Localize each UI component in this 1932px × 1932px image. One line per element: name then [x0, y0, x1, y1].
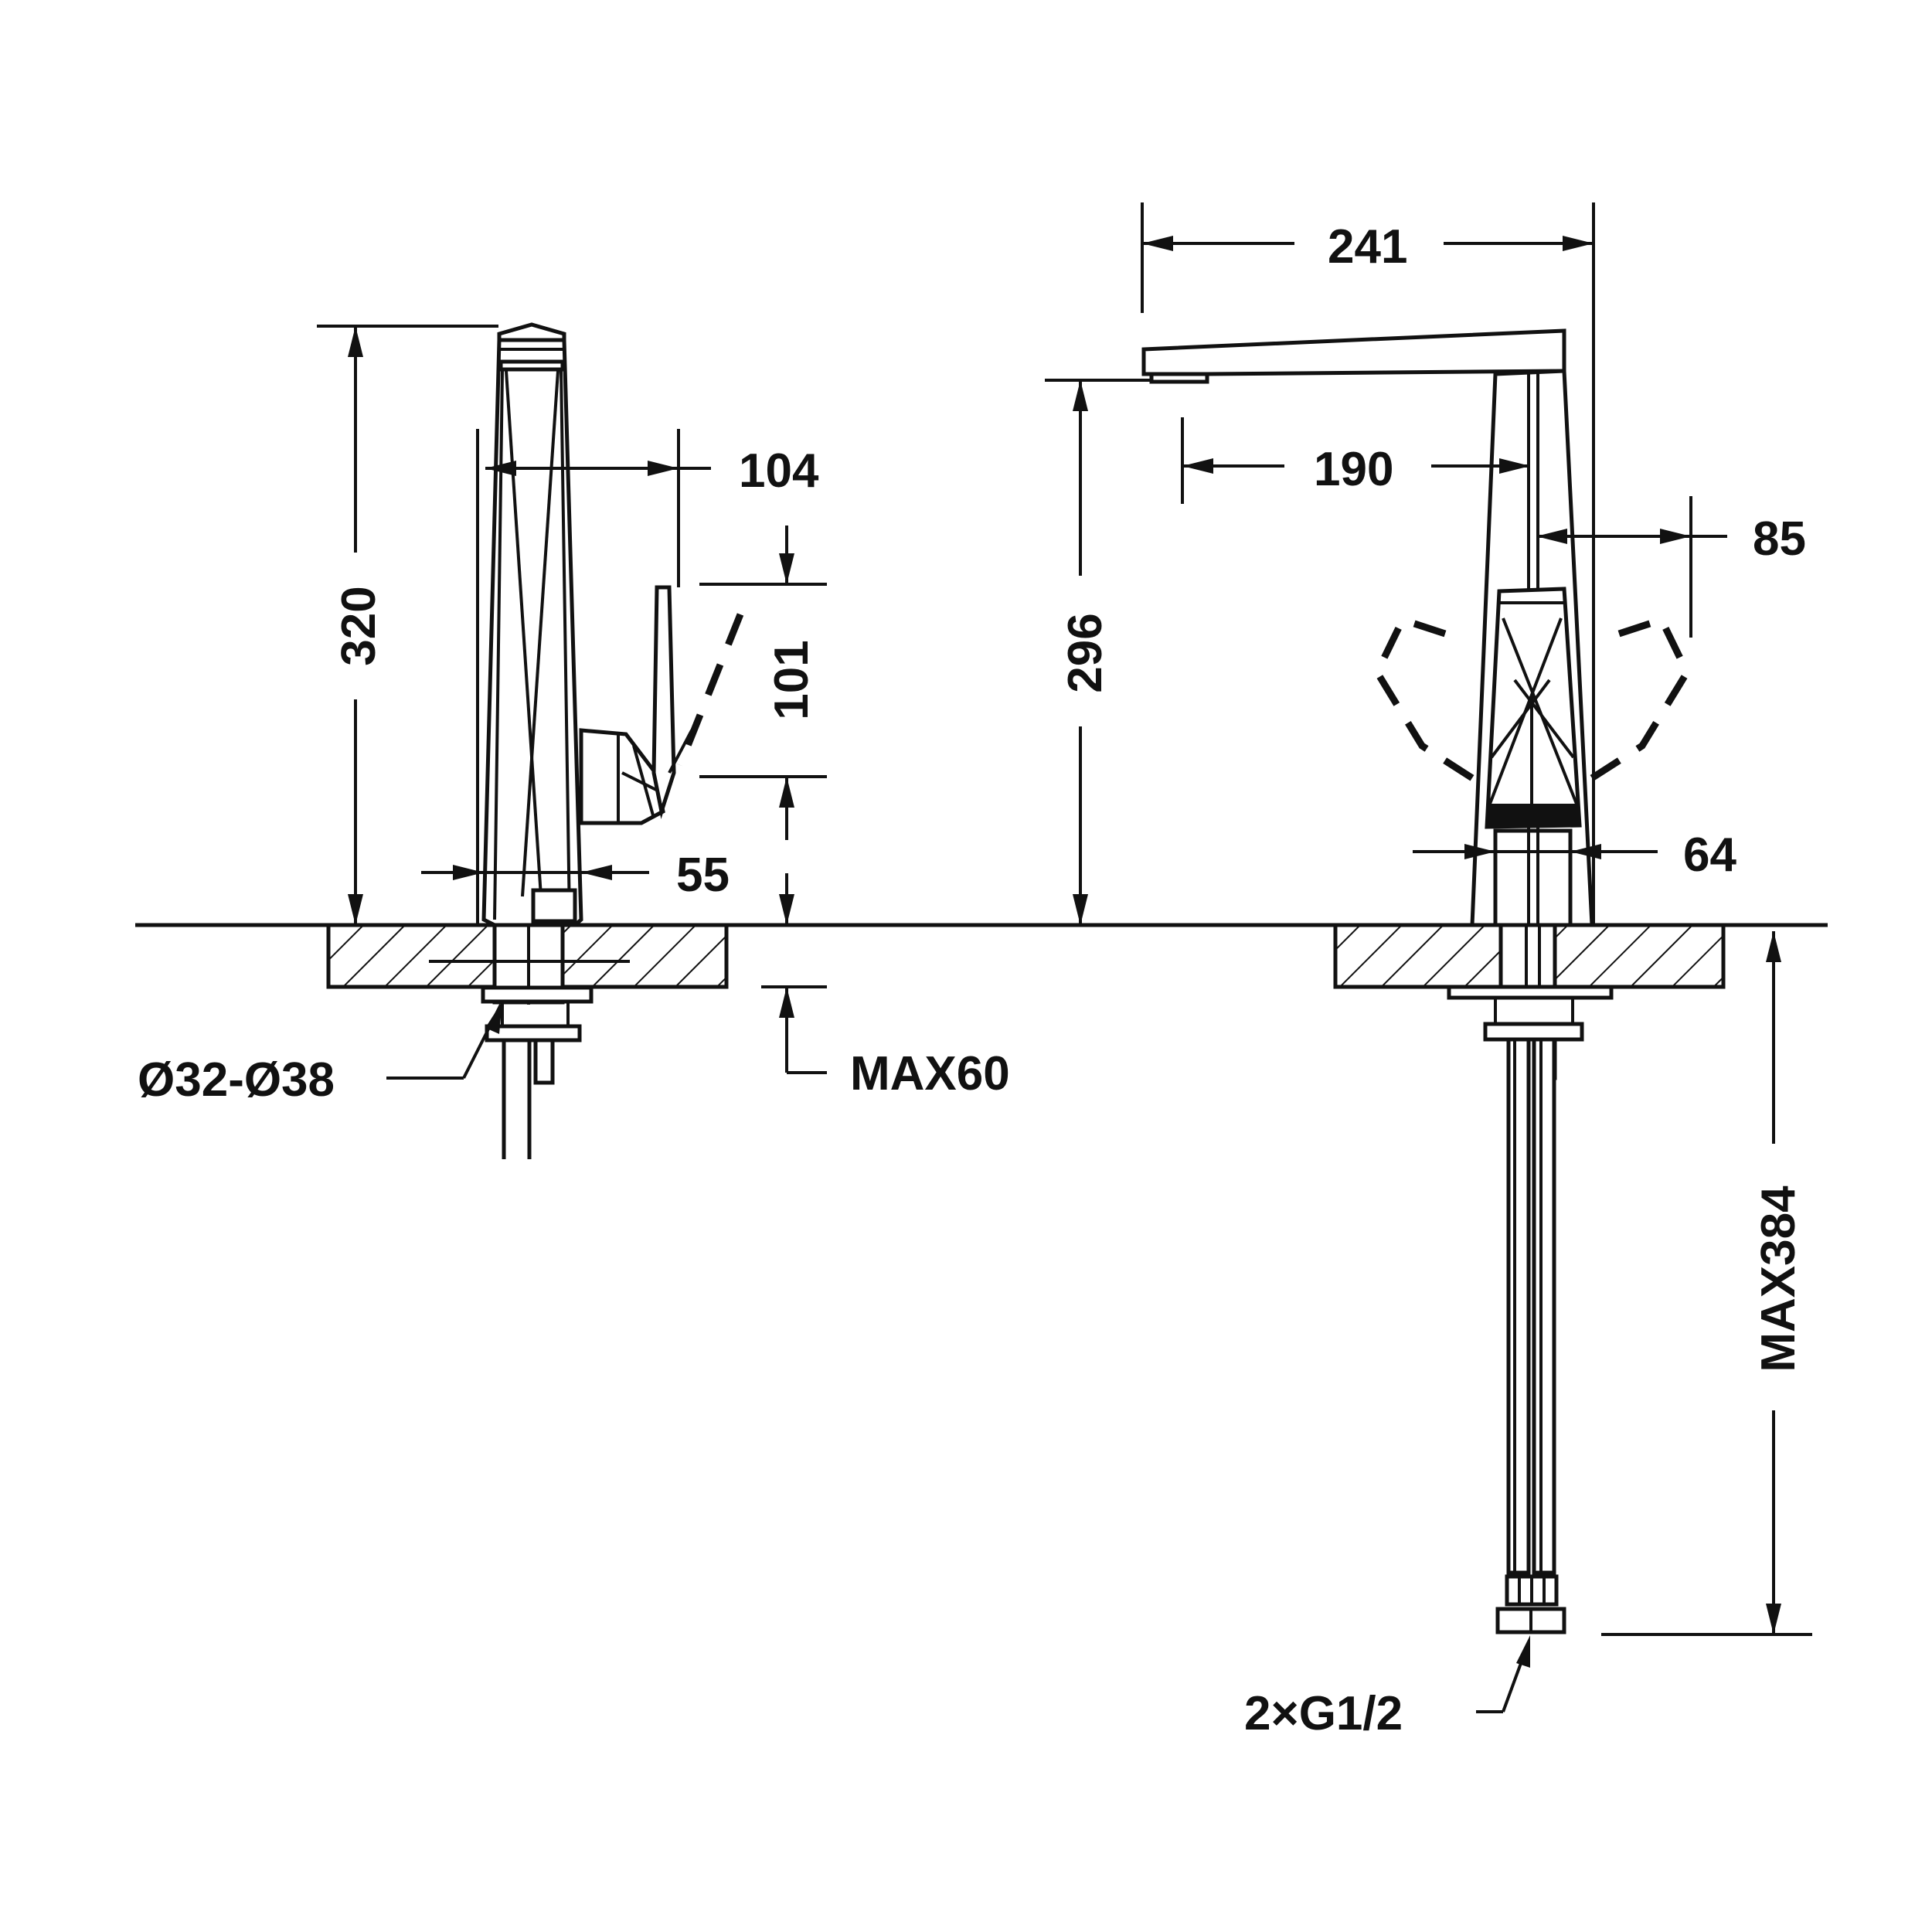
spout-front [1141, 328, 1566, 376]
fixing-washer-left [481, 985, 594, 1004]
threaded-stud-left [533, 1038, 555, 1085]
dim-spout-reach: 190 [1314, 443, 1393, 496]
dim-base-width-side: 55 [676, 849, 730, 902]
dim-total-height: 320 [332, 586, 386, 665]
fixing-nut-left [485, 1024, 582, 1043]
spout-tip-side [497, 322, 566, 342]
dim-spout-reach-total: 241 [1328, 220, 1407, 274]
dim-lever-swing: 101 [765, 640, 818, 719]
side-view: 320 104 101 55 MAX60 Ø32-Ø38 [138, 322, 1010, 1159]
spout-aerator [1149, 372, 1209, 384]
supply-hose-b [1532, 1037, 1556, 1575]
dim-connections: 2×G1/2 [1244, 1687, 1403, 1740]
aerator-side [498, 359, 565, 372]
base-collar-front [1493, 828, 1573, 927]
lever-open-left [1372, 615, 1478, 784]
supply-hose-a [1506, 1037, 1531, 1575]
fixing-washer-right [1447, 985, 1614, 1000]
dim-deck-thickness: MAX60 [850, 1047, 1010, 1100]
lever-open-right [1586, 615, 1692, 784]
lever-side [651, 585, 676, 819]
handle-base-band [1488, 804, 1580, 827]
dim-base-width-front: 64 [1683, 828, 1736, 882]
dim-lever-offset: 85 [1753, 512, 1806, 566]
base-collar-side [531, 888, 577, 923]
dim-lever-reach: 104 [739, 444, 819, 498]
dim-spout-height: 296 [1059, 613, 1112, 692]
dim-hose-length: MAX384 [1752, 1185, 1805, 1372]
front-view: 241 296 190 85 64 MAX384 [1045, 202, 1812, 1740]
lever-open-position [676, 613, 744, 767]
fixing-nut-right [1483, 1022, 1584, 1042]
dim-mounting-hole: Ø32-Ø38 [138, 1053, 335, 1107]
